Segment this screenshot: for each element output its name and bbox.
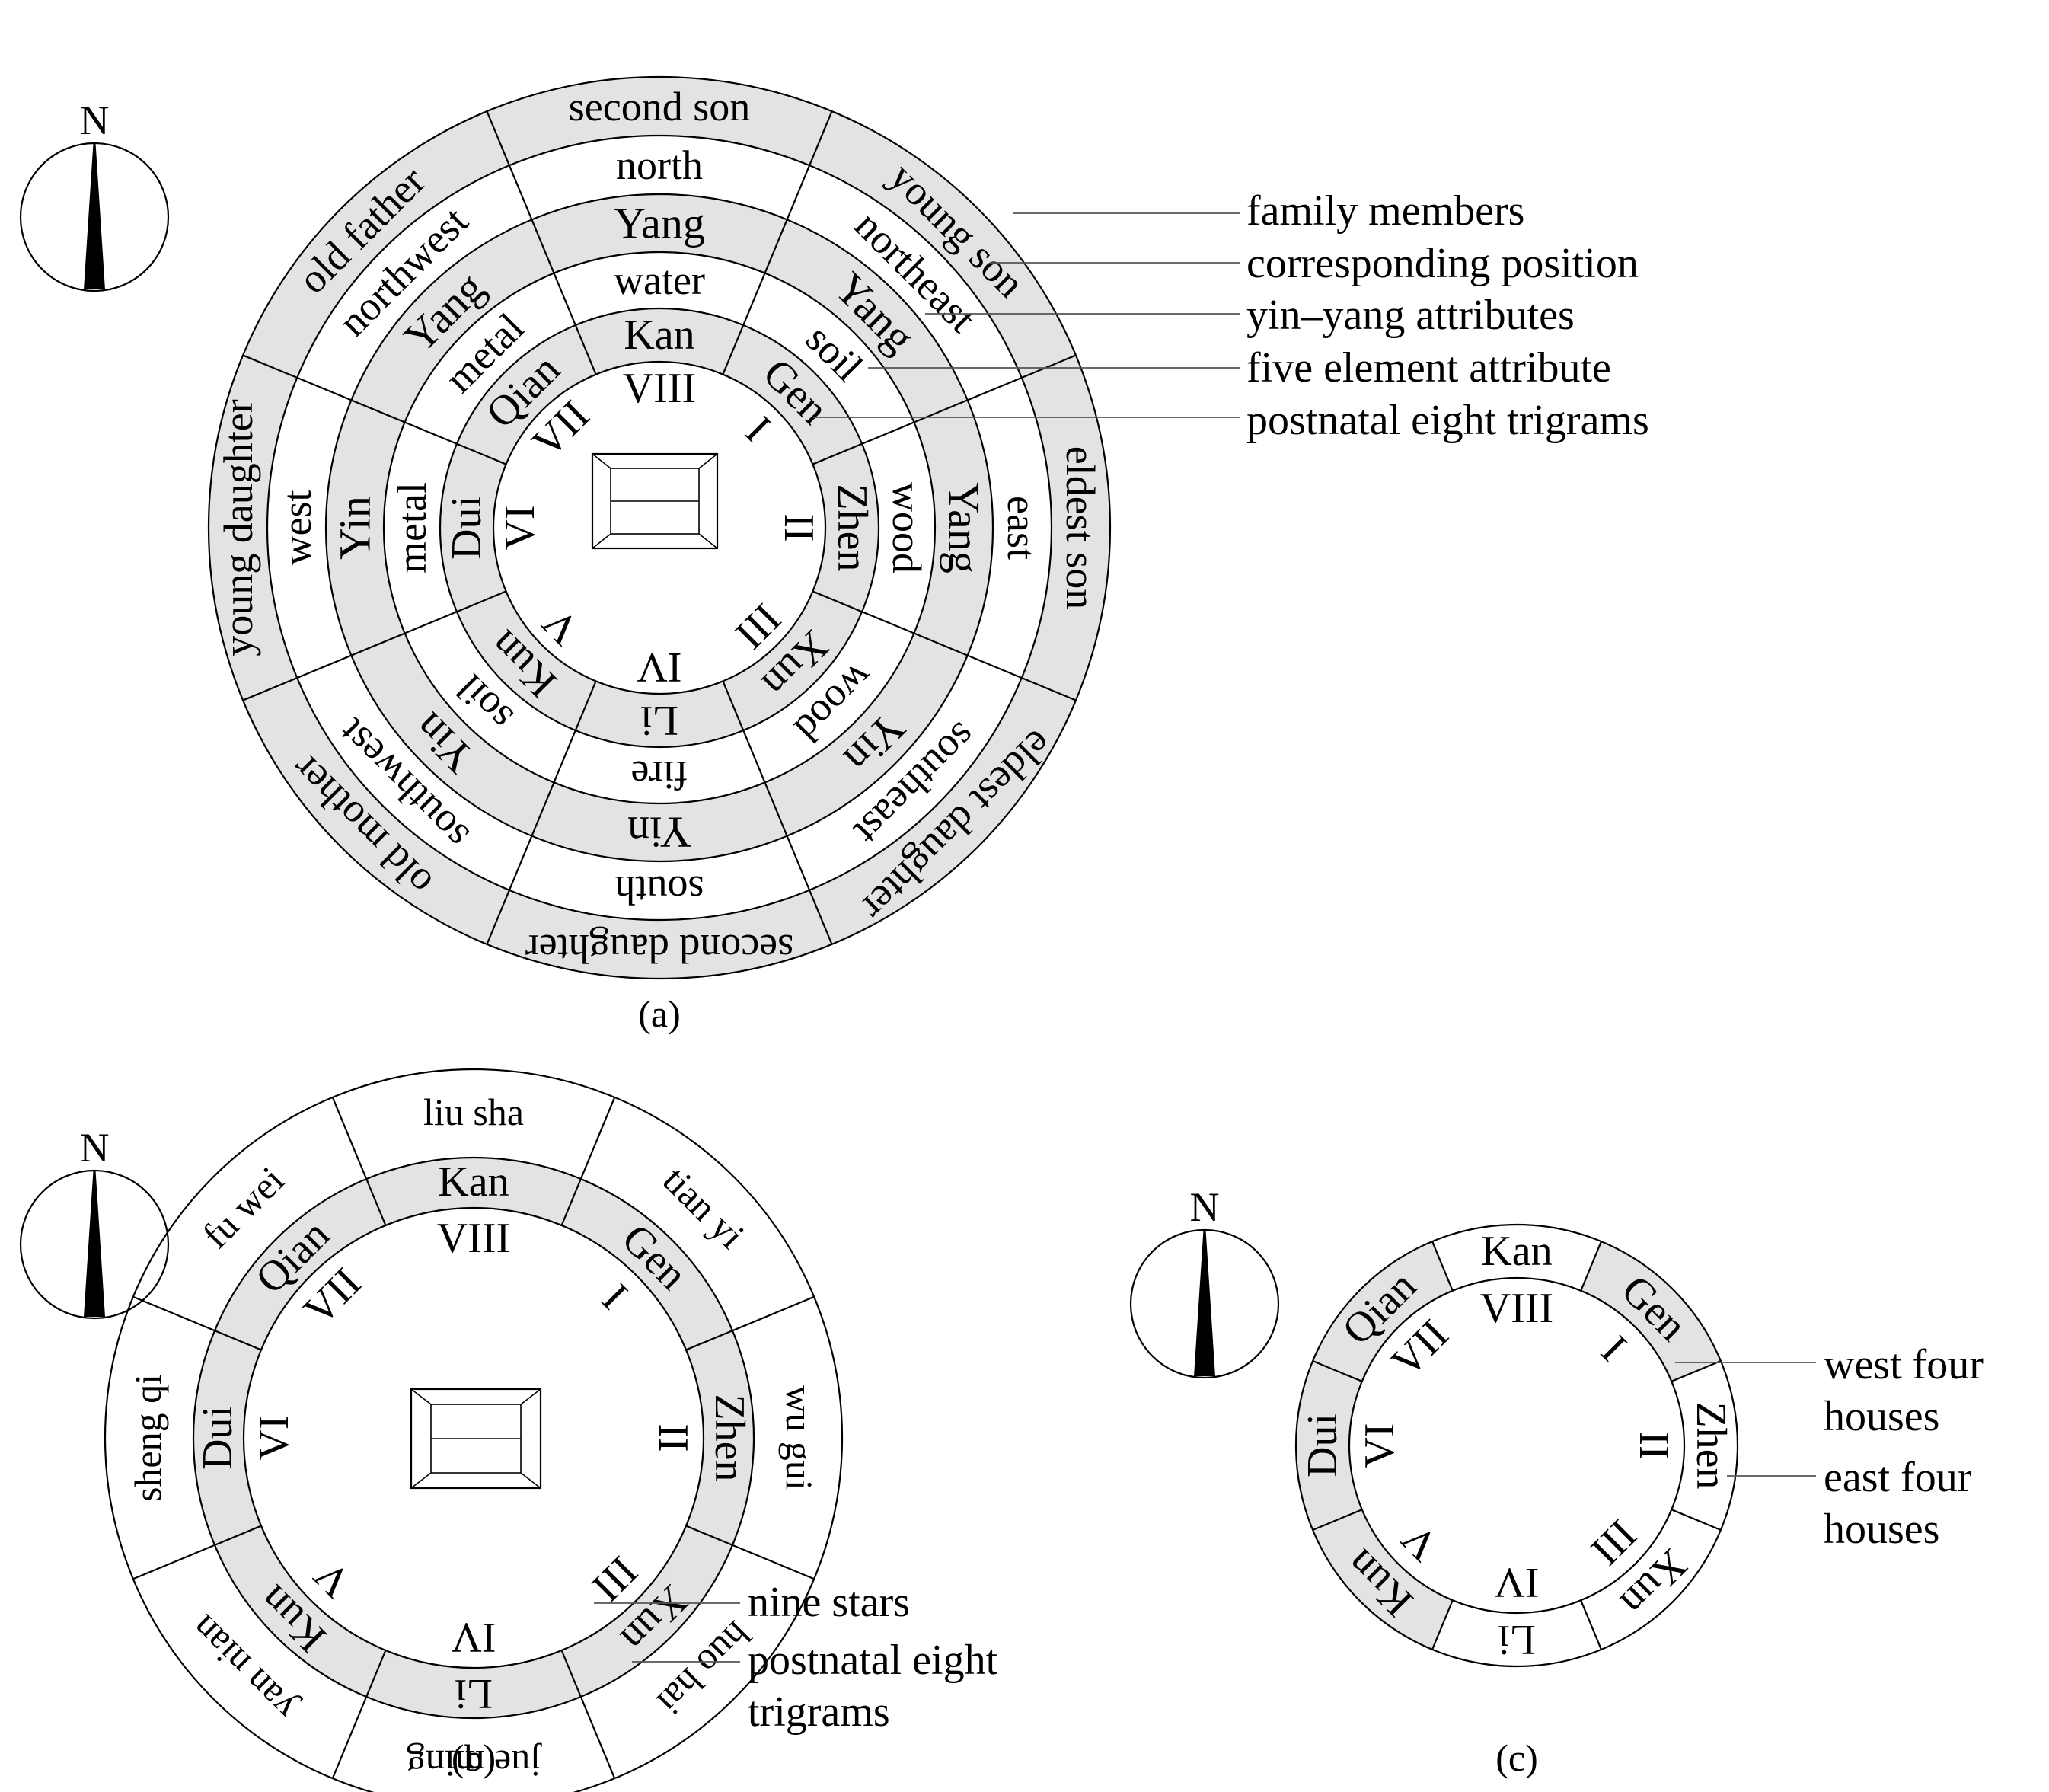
legend-nine-stars: nine stars <box>748 1579 910 1626</box>
legend-corresponding-position: corresponding position <box>1246 240 1639 287</box>
trigram-label: Zhen <box>706 1394 753 1481</box>
trigram-label: Dui <box>1299 1413 1346 1477</box>
trigram-label: Li <box>455 1670 493 1717</box>
compass-north-label: N <box>80 1125 110 1171</box>
star-numeral-label: I <box>1592 1327 1636 1370</box>
trigram-label: Li <box>1498 1616 1536 1663</box>
trigram-label: Kan <box>624 311 694 359</box>
trigram-label: Li <box>640 697 678 744</box>
diagram-c-sector-dividers <box>1312 1241 1722 1650</box>
trigram-label: Kan <box>1481 1228 1552 1275</box>
diagram-b-rings <box>104 1068 843 1792</box>
north-arrow-icon: N <box>19 97 170 292</box>
star-numeral-label: IV <box>637 644 681 691</box>
diagram-a-leader-lines <box>813 212 1240 418</box>
legend-postnatal-eight: postnatal eight <box>748 1637 998 1684</box>
yin-yang-label: Yang <box>940 482 989 573</box>
star-numeral-label: VIII <box>437 1215 510 1262</box>
star-name-label: liu sha <box>423 1091 524 1133</box>
trigram-label: Zhen <box>828 484 876 571</box>
star-name-label: jue ming <box>407 1742 542 1785</box>
position-label: north <box>616 142 703 188</box>
diagram-c-leader-lines <box>1675 1362 1816 1477</box>
star-numeral-label: IV <box>451 1614 496 1661</box>
compass-north-label: N <box>1190 1184 1220 1230</box>
house-plan-icon <box>591 452 719 550</box>
star-numeral-label: VIII <box>1480 1285 1553 1332</box>
legend-trigrams: trigrams <box>748 1688 890 1736</box>
element-label: metal <box>389 482 435 573</box>
position-label: west <box>274 490 320 566</box>
star-numeral-label: VI <box>1356 1423 1403 1468</box>
element-label: wood <box>884 482 930 573</box>
star-numeral-label: VI <box>496 505 544 550</box>
diagram-a-rings <box>207 75 1112 980</box>
star-numeral-label: VI <box>251 1415 298 1460</box>
trigram-label: Kan <box>438 1158 509 1206</box>
star-numeral-label: VIII <box>623 365 696 412</box>
legend-five-element-attribute: five element attribute <box>1246 344 1611 391</box>
compass-north-label: N <box>80 97 110 143</box>
north-arrow-icon: N <box>1129 1184 1280 1379</box>
star-numeral-label: IV <box>1494 1559 1539 1606</box>
diagram-c-rings <box>1294 1223 1739 1668</box>
north-arrow-icon: N <box>19 1125 170 1320</box>
star-numeral-label: V <box>305 1551 360 1606</box>
family-member-label: second son <box>569 84 750 129</box>
position-label: south <box>614 867 704 913</box>
trigram-label: Dui <box>194 1406 241 1470</box>
legend-west-houses: houses <box>1824 1393 1939 1440</box>
trigram-label: Dui <box>443 496 490 560</box>
star-name-label: sheng qi <box>126 1374 169 1502</box>
star-numeral-label: I <box>593 1275 637 1318</box>
family-member-label: eldest son <box>1058 446 1103 609</box>
legend-family-members: family members <box>1246 187 1524 235</box>
diagram-b-sector-dividers <box>132 1097 815 1779</box>
legend-west-four: west four <box>1824 1341 1984 1388</box>
diagram-b-caption: (b) <box>452 1736 496 1779</box>
yin-yang-label: Yin <box>330 496 380 560</box>
house-plan-icon <box>410 1388 542 1490</box>
star-numeral-label: II <box>775 513 822 541</box>
star-name-label: wu gui <box>778 1385 821 1490</box>
legend-postnatal-eight-trigrams: postnatal eight trigrams <box>1246 397 1649 444</box>
family-member-label: second daughter <box>525 926 793 972</box>
diagram-b-leader-lines <box>594 1602 740 1663</box>
yin-yang-label: Yin <box>627 808 691 858</box>
element-label: fire <box>631 752 688 798</box>
yin-yang-label: Yang <box>614 199 705 248</box>
star-numeral-label: I <box>736 407 780 451</box>
diagram-a-caption: (a) <box>638 992 681 1035</box>
legend-yin-yang-attributes: yin–yang attributes <box>1246 292 1575 339</box>
position-label: east <box>999 496 1045 560</box>
legend-east-houses: houses <box>1824 1506 1939 1553</box>
legend-east-four: east four <box>1824 1454 1972 1501</box>
star-numeral-label: II <box>649 1423 697 1452</box>
star-numeral-label: II <box>1630 1431 1677 1459</box>
element-label: water <box>614 257 705 303</box>
diagram-a-sector-dividers <box>242 110 1077 945</box>
family-member-label: young daughter <box>215 399 261 656</box>
trigram-label: Zhen <box>1687 1401 1735 1489</box>
diagram-c-caption: (c) <box>1495 1736 1538 1779</box>
star-numeral-label: V <box>1392 1515 1447 1570</box>
